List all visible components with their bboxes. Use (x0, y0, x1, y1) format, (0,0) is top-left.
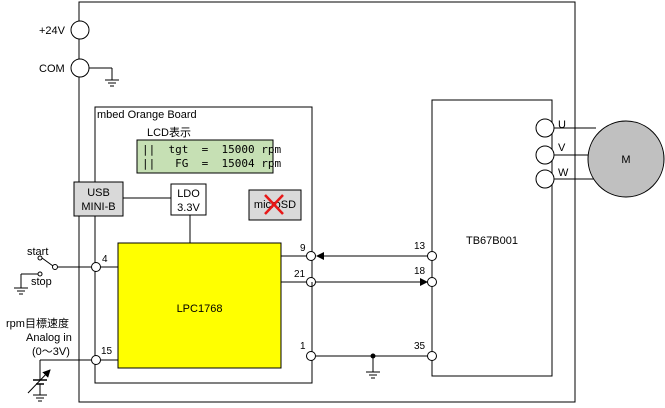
start-stop-switch-icon (14, 255, 58, 295)
drv-pin-18 (427, 277, 437, 287)
analog-label-2: Analog in (26, 332, 72, 344)
drv-pin-35 (427, 351, 437, 361)
drv-pin-13-label: 13 (414, 241, 426, 252)
mcu-pin-15-label: 15 (101, 346, 113, 357)
lcd-title: LCD表示 (147, 125, 191, 139)
usb-mini-b-box (73, 181, 124, 217)
mcu-pin-4-label: 4 (102, 254, 108, 265)
mcu-pin-9-label: 9 (300, 243, 306, 254)
switch-stop-label: stop (31, 276, 52, 288)
mbed-board-box (94, 106, 313, 384)
mcu-pin-21 (281, 277, 316, 287)
phase-u-label: U (558, 119, 566, 131)
ldo-box (170, 183, 207, 216)
usb-label-1: USB (87, 187, 110, 199)
mcu-pin-1 (306, 282, 316, 361)
power-terminal-24v (70, 20, 90, 40)
power-terminal-com (70, 58, 119, 87)
drv-pin-13 (427, 251, 437, 261)
switch-start-label: start (27, 246, 48, 258)
ground-icon (366, 353, 380, 379)
analog-input-source-icon (27, 360, 51, 402)
analog-label-1: rpm目標速度 (6, 316, 69, 330)
cross-icon (264, 194, 284, 215)
motor-icon (587, 120, 665, 198)
board-title: mbed Orange Board (97, 109, 197, 121)
lcd-line-2: || FG = 15004 rpm (142, 157, 281, 170)
mcu-pin-9 (281, 251, 316, 261)
analog-label-3: (0～3V) (32, 346, 70, 358)
mcu-pin-21-label: 21 (294, 269, 306, 280)
motor-label: M (621, 154, 630, 166)
tb67b001-driver (431, 99, 553, 377)
lpc1768-chip (117, 242, 282, 369)
lpc1768-label: LPC1768 (177, 303, 223, 315)
ldo-label-2: 3.3V (177, 202, 200, 214)
mcu-pin-1-label: 1 (300, 341, 306, 352)
tb67b001-label: TB67B001 (466, 235, 518, 247)
phase-w-label: W (558, 167, 569, 179)
mcu-pin-15 (40, 355, 118, 365)
ldo-label-1: LDO (177, 188, 200, 200)
lcd-panel (136, 139, 274, 174)
lcd-line-1: || tgt = 15000 rpm (142, 143, 281, 156)
phase-terminals (535, 118, 555, 189)
mcu-pin-4 (58, 262, 118, 272)
drv-pin-18-label: 18 (414, 266, 426, 277)
drv-pin-35-label: 35 (414, 341, 426, 352)
power-24v-label: +24V (39, 25, 66, 37)
power-com-label: COM (39, 63, 65, 75)
phase-v-label: V (558, 142, 566, 154)
usb-label-2: MINI-B (81, 201, 115, 213)
